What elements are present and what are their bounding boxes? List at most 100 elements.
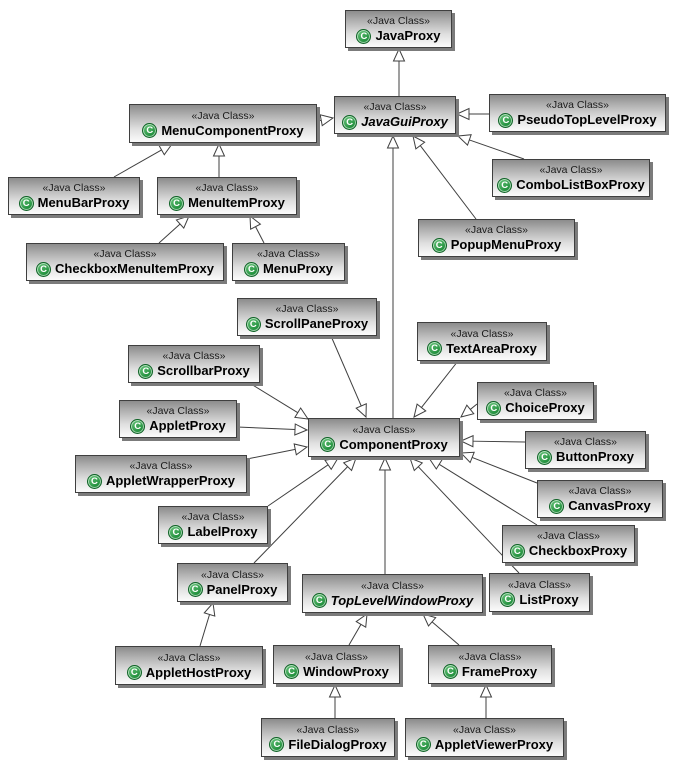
inheritance-line <box>113 149 162 178</box>
class-name: ScrollPaneProxy <box>264 316 369 331</box>
hollow-triangle-arrowhead <box>158 143 174 156</box>
class-name: JavaGuiProxy <box>361 114 448 129</box>
stereotype-label: «Java Class» <box>536 530 601 542</box>
class-name: AppletWrapperProxy <box>105 473 236 488</box>
stereotype-label: «Java Class» <box>93 248 157 260</box>
hollow-triangle-arrowhead <box>328 683 342 698</box>
inheritance-line <box>253 466 348 564</box>
generalization-edge-AppletViewerProxy-FrameProxy <box>479 683 493 718</box>
generalization-edge-MenuComponentProxy-JavaGuiProxy <box>316 114 335 127</box>
hollow-triangle-arrowhead <box>459 434 474 448</box>
generalization-edge-AppletWrapperProxy-ComponentProxy <box>246 443 309 460</box>
generalization-edge-TextAreaProxy-ComponentProxy <box>413 360 459 418</box>
stereotype-label: «Java Class» <box>507 578 572 591</box>
class-icon: C <box>86 473 102 489</box>
hollow-triangle-arrowhead <box>456 134 472 147</box>
class-icon: C <box>36 261 52 277</box>
class-icon: C <box>486 400 502 416</box>
class-name: WindowProxy <box>303 663 389 679</box>
hollow-triangle-arrowhead <box>412 135 426 150</box>
stereotype-label: «Java Class» <box>503 387 568 399</box>
class-icon: C <box>169 195 185 211</box>
hollow-triangle-arrowhead <box>249 214 262 230</box>
class-icon: C <box>168 524 184 540</box>
stereotype-label: «Java Class» <box>191 109 255 122</box>
class-icon: C <box>142 123 158 138</box>
class-icon: C <box>356 28 372 44</box>
generalization-edge-MenuBarProxy-MenuComponentProxy <box>113 143 174 178</box>
class-name: MenuItemProxy <box>188 195 285 210</box>
hollow-triangle-arrowhead <box>392 47 406 62</box>
class-name: ChoiceProxy <box>505 400 585 415</box>
hollow-triangle-arrowhead <box>427 457 443 470</box>
class-icon: C <box>284 664 300 679</box>
generalization-edge-LabelProxy-ComponentProxy <box>267 457 339 507</box>
stereotype-label: «Java Class» <box>146 405 210 417</box>
inheritance-line <box>236 426 296 430</box>
hollow-triangle-arrowhead <box>355 403 367 419</box>
stereotype-label: «Java Class» <box>352 423 416 436</box>
stereotype-label: «Java Class» <box>452 723 517 736</box>
class-name: MenuProxy <box>262 261 334 276</box>
class-icon: C <box>342 114 358 130</box>
class-name: ComboListBoxProxy <box>516 177 645 192</box>
hollow-triangle-arrowhead <box>455 107 470 121</box>
class-name: AppletHostProxy <box>145 664 252 680</box>
hollow-triangle-arrowhead <box>324 457 339 471</box>
hollow-triangle-arrowhead <box>409 457 424 472</box>
inheritance-line <box>158 223 181 244</box>
stereotype-label: «Java Class» <box>360 579 425 592</box>
inheritance-line <box>255 226 265 244</box>
hollow-triangle-arrowhead <box>293 443 309 456</box>
class-icon: C <box>126 665 142 680</box>
class-name: ListProxy <box>519 591 579 607</box>
stereotype-label: «Java Class» <box>42 182 106 194</box>
inheritance-line <box>267 464 329 507</box>
hollow-triangle-arrowhead <box>319 114 335 127</box>
class-name: AppletProxy <box>149 418 226 433</box>
hollow-triangle-arrowhead <box>212 142 226 157</box>
hollow-triangle-arrowhead <box>386 134 400 149</box>
